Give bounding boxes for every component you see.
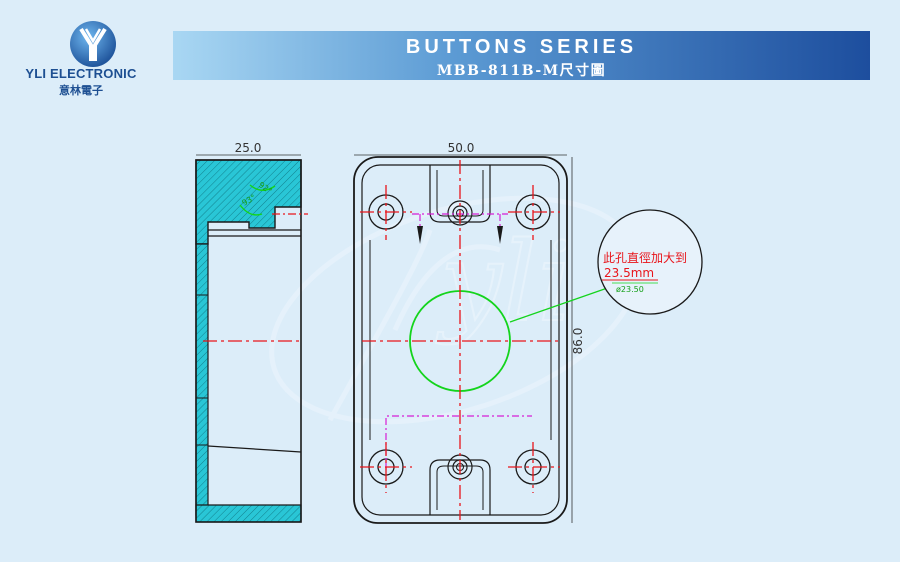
company-logo: YLI ELECTRONIC 意林電子	[0, 0, 170, 100]
callout-text-mm: 23.5mm	[604, 266, 654, 280]
front-outer-outline	[353, 156, 568, 524]
side-view-outline	[195, 159, 302, 523]
watermark-text: yli	[435, 218, 573, 346]
front-view: 50.0 86.0	[353, 141, 585, 524]
callout-circle	[597, 209, 703, 315]
callout-text-diameter: ø23.50	[616, 285, 644, 294]
title-banner: BUTTONS SERIES MBB-811B-M尺寸圖	[173, 31, 870, 80]
side-width-dimension: 25.0	[235, 141, 262, 155]
side-section-hatch-bottom	[195, 504, 302, 523]
hole-size-callout: 此孔直徑加大到 23.5mm ø23.50	[509, 209, 703, 323]
company-name-cn: 意林電子	[59, 84, 103, 97]
front-width-dimension: 50.0	[448, 141, 475, 155]
callout-text-cn: 此孔直徑加大到	[603, 251, 687, 265]
side-view: 92° 93° 25.0	[195, 141, 308, 523]
banner-title: BUTTONS SERIES	[405, 36, 638, 58]
yli-y-logo-icon	[70, 21, 116, 67]
company-name: YLI ELECTRONIC	[25, 66, 137, 81]
banner-subtitle: MBB-811B-M尺寸圖	[436, 63, 607, 79]
front-height-dimension: 86.0	[571, 328, 585, 355]
side-section-hatch-left	[195, 243, 209, 516]
